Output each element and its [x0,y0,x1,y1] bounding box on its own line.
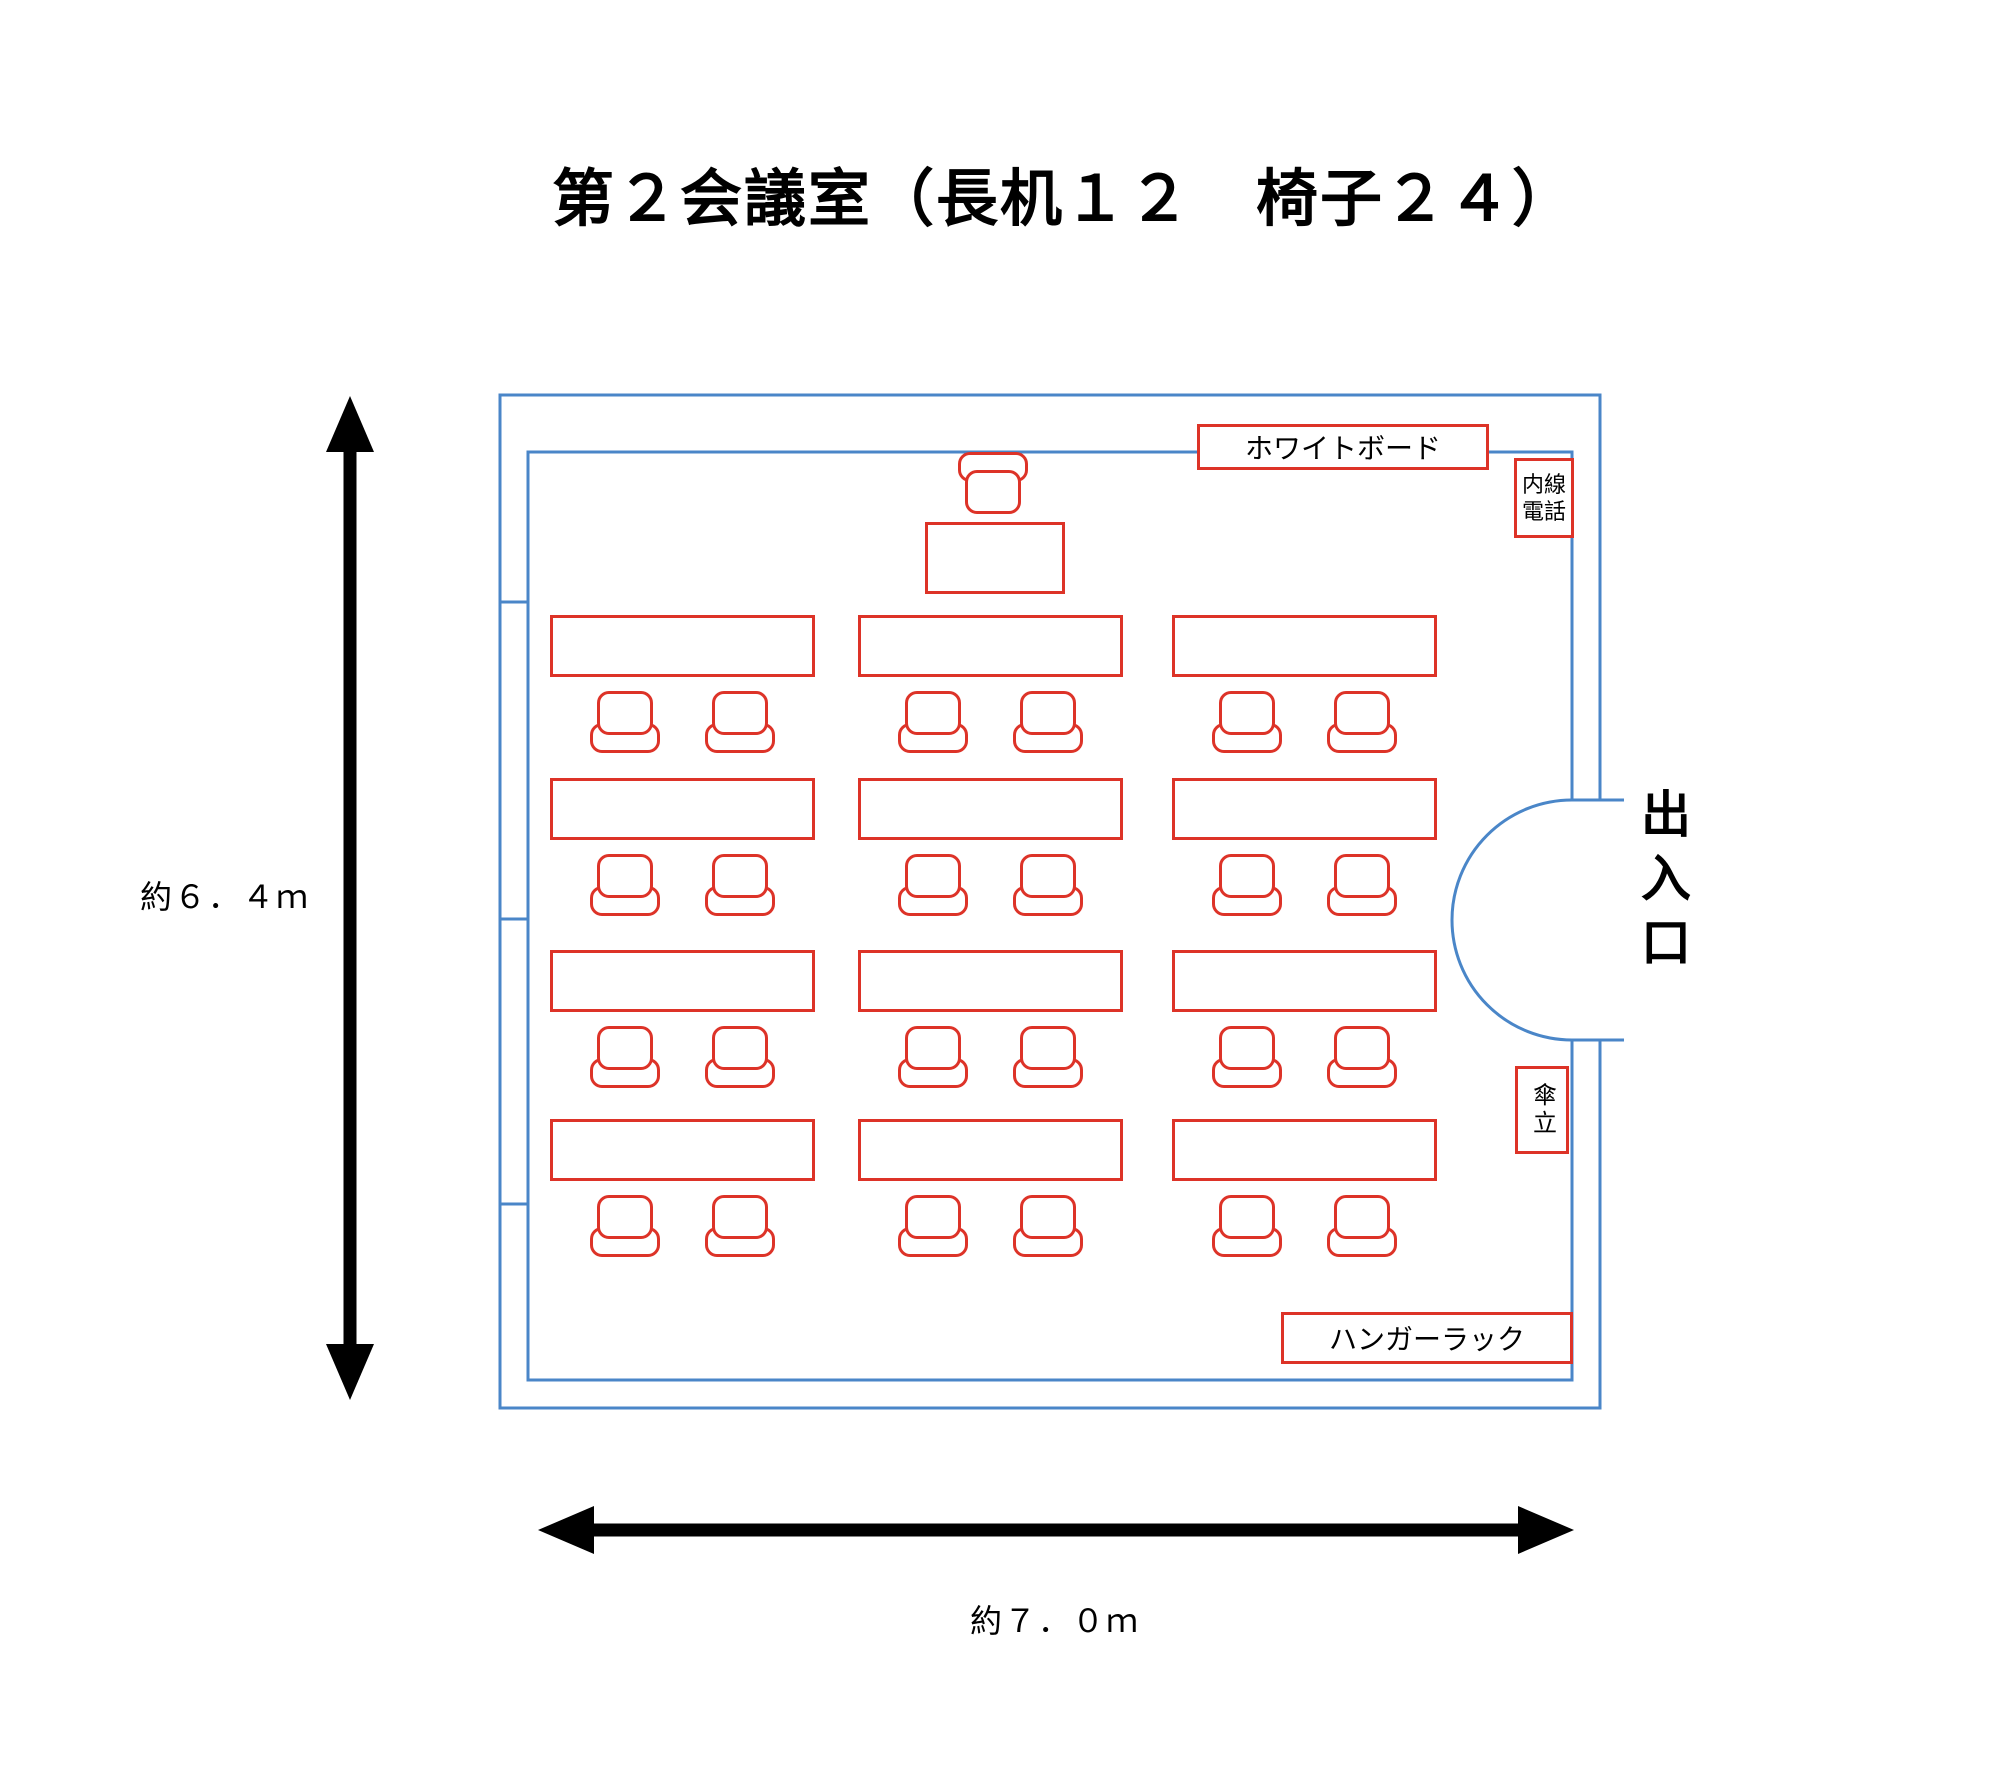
chair-seat [1334,1026,1390,1070]
chair [1327,854,1397,916]
chair [1212,1195,1282,1257]
width-dimension-arrowhead-left [538,1506,594,1554]
long-table [1172,615,1437,677]
chair [705,854,775,916]
chair [705,1026,775,1088]
width-dimension-arrowhead-right [1518,1506,1574,1554]
hanger-rack-label: ハンガーラック [1281,1312,1573,1364]
chair-seat [1334,854,1390,898]
long-table [550,1119,815,1181]
chair-seat [1020,1195,1076,1239]
chair [590,854,660,916]
chair [1013,1195,1083,1257]
chair-seat [597,1026,653,1070]
long-table [858,615,1123,677]
long-table [1172,1119,1437,1181]
entrance-exit-label: 出入口 [1634,788,1690,980]
chair-seat [1020,854,1076,898]
chair [898,1026,968,1088]
chair-seat [965,470,1021,514]
outer-wall [498,393,1602,1410]
chair-seat [1334,691,1390,735]
long-table [858,1119,1123,1181]
chair-seat [712,854,768,898]
chair-seat [905,691,961,735]
long-table [550,615,815,677]
chair-seat [712,691,768,735]
chair [705,691,775,753]
chair [1327,691,1397,753]
chair [590,1195,660,1257]
chair-seat [597,854,653,898]
chair [1013,691,1083,753]
chair [958,452,1028,514]
chair-seat [712,1195,768,1239]
chair [1327,1026,1397,1088]
chair-seat [905,854,961,898]
long-table [858,950,1123,1012]
room-width-dimension: 約７．０ｍ [969,1603,1140,1639]
chair [898,854,968,916]
chair [1327,1195,1397,1257]
chair [705,1195,775,1257]
chair-seat [597,691,653,735]
height-dimension-arrowhead-top [326,396,374,452]
chair-seat [712,1026,768,1070]
chair [1013,1026,1083,1088]
long-table [858,778,1123,840]
chair [898,1195,968,1257]
chair [1212,1026,1282,1088]
long-table [1172,950,1437,1012]
door-arc-top [1450,798,1573,921]
chair [1013,854,1083,916]
chair-seat [597,1195,653,1239]
chair [590,691,660,753]
umbrella-stand-label: 傘立 [1515,1066,1569,1154]
chair [1212,691,1282,753]
door-arc-bottom [1450,919,1573,1042]
long-table [550,950,815,1012]
chair-seat [1219,854,1275,898]
chair [1212,854,1282,916]
chair-seat [1020,691,1076,735]
height-dimension-arrowhead-bottom [326,1344,374,1400]
chair-seat [905,1026,961,1070]
chair-seat [1334,1195,1390,1239]
long-table [1172,778,1437,840]
page-title: 第２会議室（長机１２ 椅子２４） [551,165,1576,234]
chair-seat [1020,1026,1076,1070]
chair [898,691,968,753]
chair-seat [1219,691,1275,735]
chair [590,1026,660,1088]
long-table [550,778,815,840]
intercom-phone-label: 内線電話 [1514,458,1574,538]
whiteboard-label: ホワイトボード [1197,424,1489,470]
room-height-dimension: 約６．４ｍ [140,879,311,915]
chair-seat [905,1195,961,1239]
chair-seat [1219,1026,1275,1070]
chair-seat [1219,1195,1275,1239]
podium-table [925,522,1065,594]
